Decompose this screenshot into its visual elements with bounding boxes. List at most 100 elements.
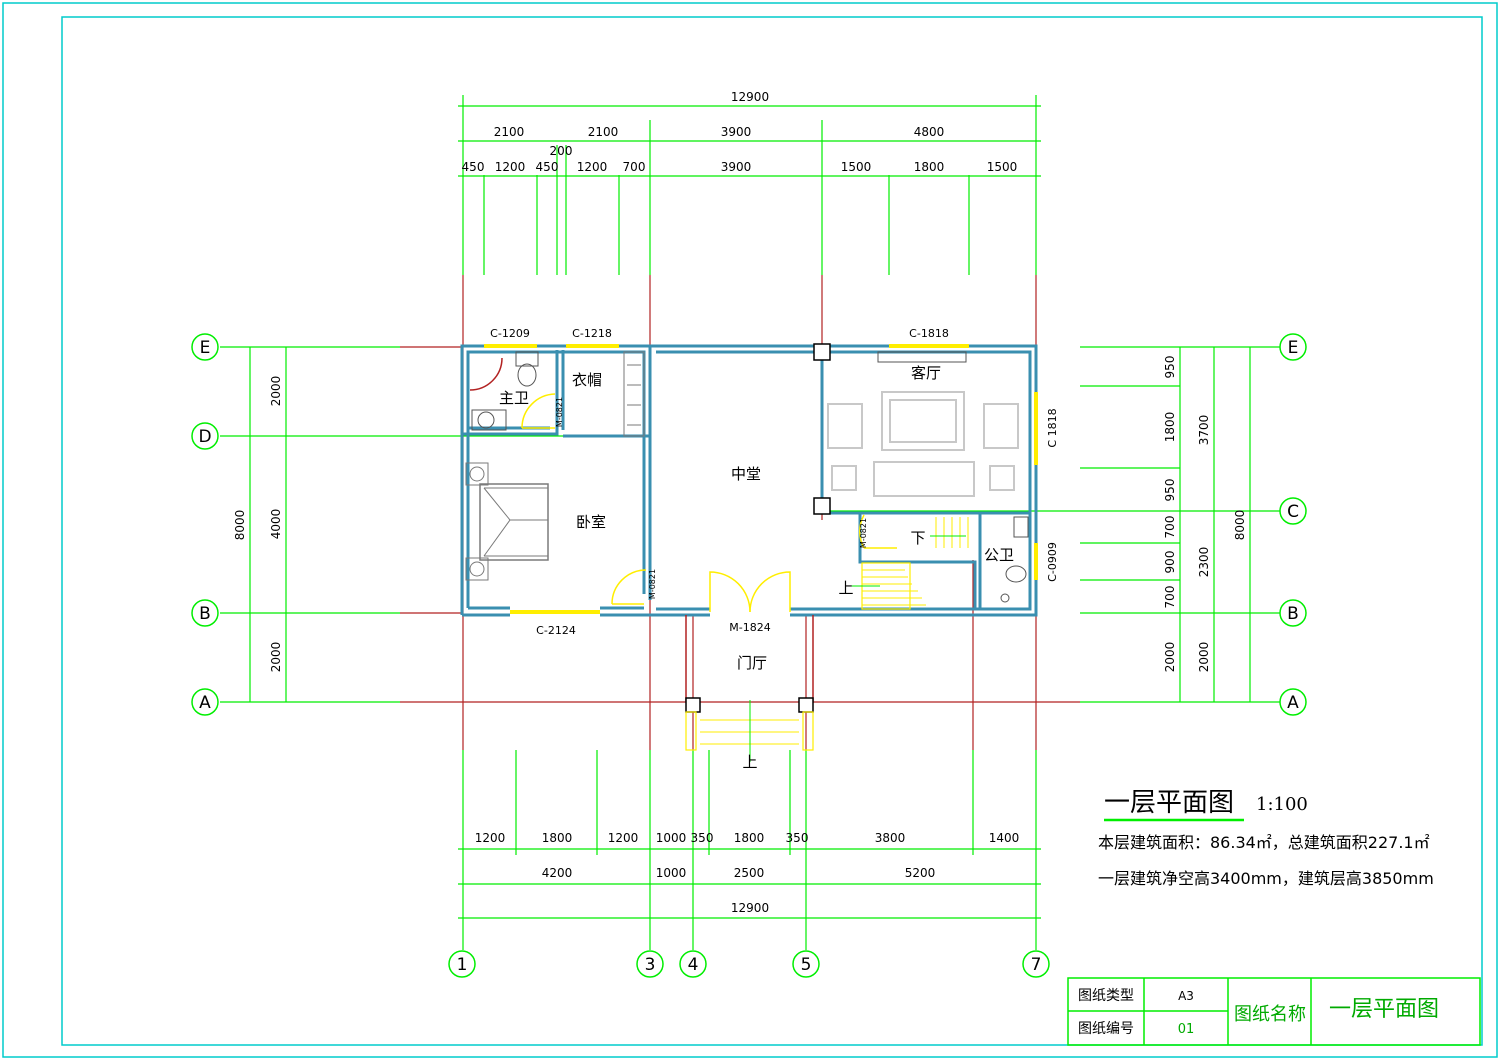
axis-bubble-left-D: D	[191, 422, 219, 450]
axis-bubbles: E D B A E C B A 1 3 4 5 7	[191, 333, 1307, 978]
axis-bubble-right-B: B	[1279, 599, 1307, 627]
bottom-l1-dim: 1200	[475, 831, 506, 845]
opening-tags: C-1209 C-1218 C-1818 C 1818 C-0909 C-212…	[490, 327, 1059, 637]
right-inner-dim: 700	[1163, 516, 1177, 539]
right-middle-dim: 2300	[1197, 547, 1211, 578]
left-dimensions: 8000 2000 4000 2000	[233, 376, 283, 673]
top-l3-dim: 450	[536, 160, 559, 174]
titleblock-name-label: 图纸名称	[1234, 1004, 1306, 1025]
right-inner-dim: 2000	[1163, 642, 1177, 673]
top-l2-dim: 3900	[721, 125, 752, 139]
bottom-l1-dim: 1800	[734, 831, 765, 845]
horizontal-axis-lines	[220, 346, 1280, 703]
top-l3-dim: 1500	[841, 160, 872, 174]
windows	[484, 344, 1038, 614]
left-inner-dim: 4000	[269, 509, 283, 540]
bottom-l2-dim: 5200	[905, 866, 936, 880]
bottom-l1-dim: 350	[786, 831, 809, 845]
title-block: 图纸类型 A3 图纸编号 01 图纸名称 一层平面图	[1067, 977, 1481, 1046]
titleblock-no-label: 图纸编号	[1078, 1021, 1134, 1037]
titleblock-name-value: 一层平面图	[1329, 997, 1439, 1022]
svg-text:5: 5	[801, 955, 812, 975]
right-inner-dim: 900	[1163, 551, 1177, 574]
door-tag: M-0821	[555, 397, 564, 427]
top-l2-dim: 2100	[588, 125, 619, 139]
window-tag: C-1818	[909, 327, 949, 340]
bottom-l1-dim: 1200	[608, 831, 639, 845]
room-label-hall: 中堂	[731, 465, 761, 483]
svg-text:3: 3	[645, 955, 656, 975]
furniture	[465, 351, 1029, 603]
top-l3-dim: 1800	[914, 160, 945, 174]
door-tag: M-0821	[859, 518, 868, 548]
axis-bubble-left-E: E	[191, 333, 219, 361]
axis-bubble-right-A: A	[1279, 688, 1307, 716]
top-l3-dim: 200	[550, 144, 573, 158]
room-label-public-bath: 公卫	[984, 546, 1014, 564]
left-inner-dim: 2000	[269, 642, 283, 673]
top-l3-dim: 450	[462, 160, 485, 174]
svg-text:4: 4	[688, 955, 699, 975]
left-outer-dim: 8000	[233, 510, 247, 541]
room-labels: 主卫 衣帽 卧室 中堂 客厅 公卫 门厅 下 上 上	[499, 364, 1014, 771]
bottom-l2-dim: 1000	[656, 866, 687, 880]
titleblock-type-value: A3	[1178, 989, 1194, 1003]
stair-down-label: 下	[910, 529, 925, 547]
room-label-master-bath: 主卫	[499, 389, 529, 407]
svg-text:E: E	[1288, 338, 1299, 358]
axis-bubble-7: 7	[1022, 950, 1050, 978]
bottom-l2-dim: 4200	[542, 866, 573, 880]
top-l2-dim: 2100	[494, 125, 525, 139]
right-inner-dim: 1800	[1163, 412, 1177, 443]
right-middle-dim: 3700	[1197, 415, 1211, 446]
title-main: 一层平面图	[1104, 788, 1234, 818]
axis-bubble-left-A: A	[191, 688, 219, 716]
right-inner-dim: 950	[1163, 356, 1177, 379]
bottom-l1-dim: 3800	[875, 831, 906, 845]
right-inner-dim: 700	[1163, 586, 1177, 609]
right-dimensions: 950 1800 950 700 900 700 2000 3700 2300 …	[1163, 356, 1247, 673]
svg-text:1: 1	[457, 955, 468, 975]
top-l3-dim: 3900	[721, 160, 752, 174]
window-tag: C-1218	[572, 327, 612, 340]
wardrobe	[623, 351, 645, 437]
svg-text:B: B	[199, 604, 211, 624]
stair-up-label: 上	[838, 579, 853, 597]
title-scale: 1:100	[1256, 794, 1308, 815]
axis-bubble-3: 3	[636, 950, 664, 978]
svg-text:B: B	[1287, 604, 1299, 624]
room-label-bedroom: 卧室	[576, 513, 606, 531]
axis-bubble-left-B: B	[191, 599, 219, 627]
svg-text:E: E	[200, 338, 211, 358]
vertical-axis-lines	[249, 95, 1251, 950]
axis-bubble-right-E: E	[1279, 333, 1307, 361]
window-tag: C-2124	[536, 624, 576, 637]
left-inner-dim: 2000	[269, 376, 283, 407]
toilet-master	[515, 351, 539, 367]
bottom-l1-dim: 1400	[989, 831, 1020, 845]
bottom-l1-dim: 1800	[542, 831, 573, 845]
bottom-l1-dim: 1000	[656, 831, 687, 845]
svg-text:7: 7	[1031, 955, 1042, 975]
bottom-total-dim: 12900	[731, 901, 769, 915]
stairs	[685, 517, 969, 762]
svg-text:A: A	[199, 693, 211, 713]
window-tag: C-0909	[1046, 542, 1059, 582]
svg-text:D: D	[198, 427, 211, 447]
axis-bubble-1: 1	[448, 950, 476, 978]
bottom-dimensions: 1200 1800 1200 1000 350 1800 350 3800 14…	[475, 831, 1020, 915]
top-dimensions: 12900 2100 2100 3900 4800 450 1200 450 2…	[462, 90, 1018, 174]
top-l2-dim: 4800	[914, 125, 945, 139]
titleblock-no-value: 01	[1178, 1022, 1195, 1037]
svg-text:A: A	[1287, 693, 1299, 713]
door-tag: M-1824	[729, 621, 770, 634]
title-height: 一层建筑净空高3400mm，建筑层高3850mm	[1098, 869, 1434, 888]
inner-frame	[61, 16, 1483, 1046]
right-outer-dim: 8000	[1233, 510, 1247, 541]
room-label-foyer: 门厅	[737, 654, 767, 672]
top-total-dim: 12900	[731, 90, 769, 104]
right-inner-dim: 950	[1163, 479, 1177, 502]
top-l3-dim: 1500	[987, 160, 1018, 174]
